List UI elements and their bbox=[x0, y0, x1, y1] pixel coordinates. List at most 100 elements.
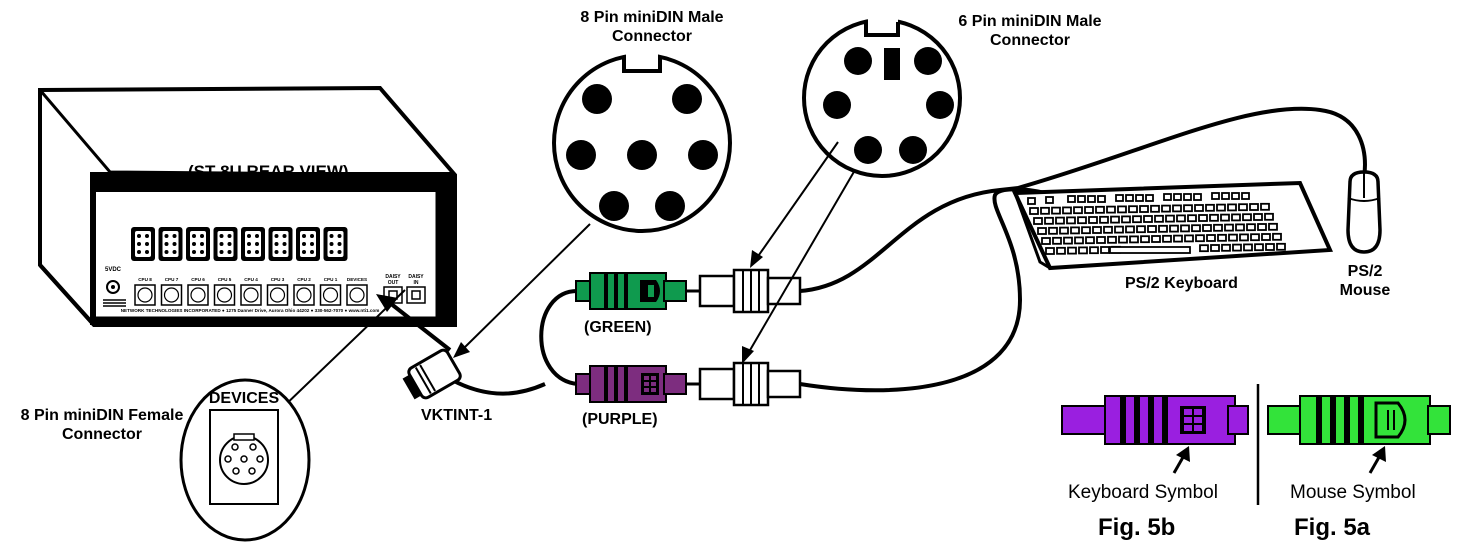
vga-port bbox=[241, 227, 265, 261]
key bbox=[1272, 232, 1282, 241]
key bbox=[1150, 204, 1160, 213]
key bbox=[1095, 205, 1105, 214]
key bbox=[1151, 235, 1161, 243]
key bbox=[1040, 206, 1050, 215]
key bbox=[1276, 242, 1286, 251]
din-port-label: CPU 8 bbox=[138, 277, 152, 282]
din-port: CPU 8 bbox=[134, 277, 156, 306]
key bbox=[1184, 234, 1194, 243]
key bbox=[1254, 243, 1264, 252]
din-port-label: CPU 2 bbox=[297, 277, 311, 282]
female-8pin-label-line2: Connector bbox=[62, 426, 142, 444]
din-port: CPU 6 bbox=[187, 277, 209, 306]
key bbox=[1117, 205, 1127, 214]
purple-connector bbox=[575, 361, 802, 407]
key bbox=[1232, 243, 1242, 252]
daisy-out-label-2: OUT bbox=[388, 280, 399, 286]
male-8pin-label-line2: Connector bbox=[612, 28, 692, 46]
key bbox=[1161, 204, 1171, 213]
mouse-label-line2: Mouse bbox=[1339, 282, 1391, 300]
key bbox=[1085, 236, 1095, 245]
key bbox=[1033, 217, 1043, 225]
mouse-symbol-arrow bbox=[1368, 446, 1386, 474]
key bbox=[1221, 192, 1230, 200]
key bbox=[1195, 234, 1205, 243]
key bbox=[1029, 207, 1039, 215]
arrowheads bbox=[376, 250, 763, 364]
key bbox=[1125, 194, 1134, 202]
key bbox=[1221, 243, 1231, 252]
key bbox=[1087, 195, 1096, 203]
key bbox=[1231, 213, 1241, 222]
key bbox=[1243, 243, 1253, 252]
key bbox=[1253, 213, 1263, 221]
key bbox=[1235, 223, 1245, 232]
key bbox=[1194, 204, 1204, 212]
key bbox=[1147, 225, 1157, 233]
daisy-out-label-1: DAISY bbox=[385, 274, 401, 280]
key bbox=[1228, 233, 1238, 242]
din-port-label: CPU 5 bbox=[218, 277, 232, 282]
vga-port bbox=[158, 227, 183, 261]
din-port-label: CPU 7 bbox=[165, 277, 179, 282]
green-label: (GREEN) bbox=[584, 319, 652, 336]
key bbox=[1145, 194, 1154, 202]
vga-port bbox=[296, 227, 320, 261]
key bbox=[1173, 193, 1182, 201]
mouse-symbol-icon bbox=[1267, 395, 1451, 445]
key bbox=[1099, 215, 1109, 224]
key bbox=[1165, 214, 1175, 223]
key bbox=[1056, 246, 1066, 255]
din-port-label: DEVICES bbox=[347, 277, 367, 282]
key bbox=[1097, 195, 1106, 203]
male-8pin-label: 8 Pin miniDIN Male Connector bbox=[562, 8, 742, 46]
fig-5b-label: Fig. 5b bbox=[1098, 514, 1176, 541]
male-6pin-label: 6 Pin miniDIN Male Connector bbox=[950, 12, 1110, 50]
key bbox=[1231, 192, 1240, 200]
key bbox=[1205, 203, 1215, 212]
pointer-lines bbox=[279, 141, 856, 411]
devices-callout-label: DEVICES bbox=[209, 390, 280, 407]
cables bbox=[451, 106, 1367, 396]
key bbox=[1193, 193, 1202, 201]
panel-footer: NETWORK TECHNOLOGIES INCORPORATED ● 1275… bbox=[121, 308, 380, 313]
key bbox=[1037, 227, 1047, 235]
key bbox=[1173, 234, 1183, 243]
key bbox=[1045, 247, 1055, 255]
key bbox=[1210, 244, 1220, 252]
key bbox=[1078, 246, 1088, 255]
key bbox=[1121, 215, 1131, 224]
key bbox=[1227, 203, 1237, 212]
key bbox=[1209, 213, 1219, 222]
key bbox=[1183, 193, 1192, 201]
vktint-1-adapter bbox=[402, 348, 462, 400]
key bbox=[1264, 212, 1274, 221]
key bbox=[1169, 224, 1179, 233]
key bbox=[1238, 203, 1248, 212]
key bbox=[1176, 214, 1186, 223]
key bbox=[1220, 213, 1230, 222]
mouse-label: PS/2 Mouse bbox=[1330, 262, 1400, 300]
keyboard-symbol-label: Keyboard Symbol bbox=[1068, 482, 1218, 503]
key bbox=[1045, 196, 1054, 204]
key bbox=[1129, 235, 1139, 244]
key bbox=[1027, 197, 1036, 205]
key bbox=[1092, 226, 1102, 234]
key bbox=[1128, 205, 1138, 214]
key bbox=[1216, 203, 1226, 212]
key bbox=[1096, 236, 1106, 244]
key bbox=[1163, 193, 1172, 201]
ps2-keyboard-illustration bbox=[1011, 180, 1334, 271]
key bbox=[1246, 223, 1256, 232]
key bbox=[1268, 222, 1278, 231]
vga-port bbox=[186, 227, 210, 261]
key bbox=[1073, 206, 1083, 215]
male-6pin-label-line2: Connector bbox=[990, 32, 1070, 50]
green-connector bbox=[575, 268, 802, 314]
male-8pin-connector-illustration bbox=[552, 52, 732, 233]
key bbox=[1048, 226, 1058, 235]
din-port: CPU 7 bbox=[160, 277, 183, 306]
key bbox=[1250, 233, 1260, 242]
